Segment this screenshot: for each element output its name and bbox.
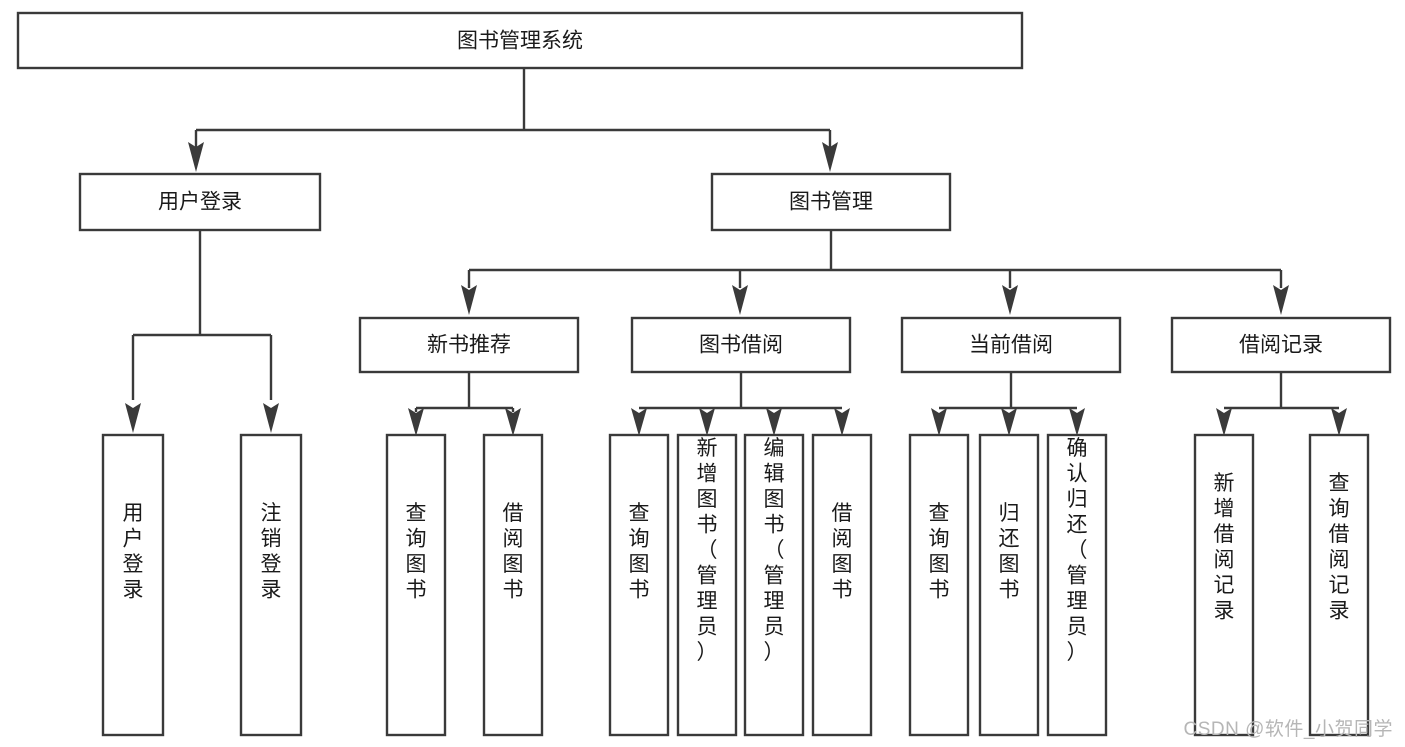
arrow-bookmgmt-1 (461, 285, 477, 315)
node-root-box[interactable] (16, 11, 1024, 70)
leaf-new-book-recommend-1-box[interactable] (482, 433, 544, 737)
leaf-user-login-0-label: 用户登录 (123, 502, 144, 602)
leaf-book-borrow-3-label: 借阅图书 (832, 502, 853, 602)
leaf-new-book-recommend-0[interactable] (385, 433, 447, 737)
leaf-user-login-0-box[interactable] (101, 433, 165, 737)
node-root[interactable]: 图书管理系统 (16, 11, 1024, 70)
leaf-book-borrow-3-box[interactable] (811, 433, 873, 737)
arrow-currentborrow-1 (931, 408, 947, 436)
csdn-watermark: CSDN @软件_小贺同学 (1183, 719, 1393, 740)
leaf-book-borrow-1-box[interactable] (676, 433, 738, 737)
node-book-management-box[interactable] (710, 172, 952, 232)
leaf-current-borrow-2[interactable] (1046, 433, 1108, 737)
arrow-newbook-1 (408, 408, 424, 436)
leaf-borrow-record-1-box[interactable] (1308, 433, 1370, 737)
leaf-current-borrow-1[interactable] (978, 433, 1040, 737)
leaf-borrow-record-1-label: 查询借阅记录 (1329, 472, 1350, 623)
node-new-book-recommend-box[interactable] (358, 316, 580, 374)
node-borrow-record-box[interactable] (1170, 316, 1392, 374)
leaf-book-borrow-1[interactable] (676, 433, 738, 737)
leaf-new-book-recommend-0-label: 查询图书 (406, 502, 427, 602)
arrow-bookborrow-1 (631, 408, 647, 436)
arrow-bookmgmt-2 (732, 285, 748, 315)
arrow-userlogin-1 (125, 403, 141, 433)
leaf-current-borrow-0[interactable] (908, 433, 970, 737)
arrow-bookmgmt-4 (1273, 285, 1289, 315)
leaf-current-borrow-2-box[interactable] (1046, 433, 1108, 737)
leaf-user-login-0[interactable] (101, 433, 165, 737)
leaf-borrow-record-0-box[interactable] (1193, 433, 1255, 737)
arrow-bookborrow-3 (766, 408, 782, 436)
arrow-root-2 (822, 142, 838, 172)
leaf-borrow-record-1[interactable] (1308, 433, 1370, 737)
node-borrow-record-label: 借阅记录 (1239, 334, 1323, 357)
node-book-borrow-label: 图书借阅 (699, 334, 783, 357)
leaf-book-borrow-2-box[interactable] (743, 433, 805, 737)
node-root-label: 图书管理系统 (457, 30, 583, 53)
leaf-new-book-recommend-1-label: 借阅图书 (503, 502, 524, 602)
leaf-user-login-1-box[interactable] (239, 433, 303, 737)
arrow-bookborrow-4 (834, 408, 850, 436)
leaf-current-borrow-1-box[interactable] (978, 433, 1040, 737)
arrow-borrowrecord-2 (1331, 408, 1347, 436)
node-book-borrow-box[interactable] (630, 316, 852, 374)
leaf-book-borrow-1-label: 新增图书（管理员） (697, 437, 718, 664)
node-user-login[interactable]: 用户登录 (78, 172, 322, 232)
node-book-management[interactable]: 图书管理 (710, 172, 952, 232)
leaf-book-borrow-0-box[interactable] (608, 433, 670, 737)
arrow-userlogin-2 (263, 403, 279, 433)
leaf-book-borrow-3[interactable] (811, 433, 873, 737)
node-user-login-box[interactable] (78, 172, 322, 232)
leaf-current-borrow-1-label: 归还图书 (999, 502, 1020, 602)
node-current-borrow[interactable]: 当前借阅 (900, 316, 1122, 374)
leaf-new-book-recommend-0-box[interactable] (385, 433, 447, 737)
node-book-borrow[interactable]: 图书借阅 (630, 316, 852, 374)
leaf-user-login-1[interactable] (239, 433, 303, 737)
node-current-borrow-label: 当前借阅 (969, 334, 1053, 357)
arrow-borrowrecord-1 (1216, 408, 1232, 436)
node-user-login-label: 用户登录 (158, 191, 242, 214)
node-new-book-recommend[interactable]: 新书推荐 (358, 316, 580, 374)
leaf-book-borrow-0[interactable] (608, 433, 670, 737)
node-current-borrow-box[interactable] (900, 316, 1122, 374)
arrow-root-1 (188, 142, 204, 172)
node-new-book-recommend-label: 新书推荐 (427, 334, 511, 357)
leaf-current-borrow-0-label: 查询图书 (929, 502, 950, 602)
leaf-user-login-1-label: 注销登录 (261, 502, 282, 602)
arrow-currentborrow-3 (1069, 408, 1085, 436)
arrow-bookmgmt-3 (1002, 285, 1018, 315)
arrow-currentborrow-2 (1001, 408, 1017, 436)
node-book-management-label: 图书管理 (789, 191, 873, 214)
leaf-book-borrow-2[interactable] (743, 433, 805, 737)
leaf-book-borrow-0-label: 查询图书 (629, 502, 650, 602)
arrow-bookborrow-2 (699, 408, 715, 436)
node-borrow-record[interactable]: 借阅记录 (1170, 316, 1392, 374)
leaf-current-borrow-2-label: 确认归还（管理员） (1067, 437, 1088, 664)
leaf-new-book-recommend-1[interactable] (482, 433, 544, 737)
leaf-borrow-record-0-label: 新增借阅记录 (1214, 472, 1235, 623)
leaf-current-borrow-0-box[interactable] (908, 433, 970, 737)
leaf-book-borrow-2-label: 编辑图书（管理员） (764, 437, 785, 664)
arrow-newbook-2 (505, 408, 521, 436)
leaf-borrow-record-0[interactable] (1193, 433, 1255, 737)
